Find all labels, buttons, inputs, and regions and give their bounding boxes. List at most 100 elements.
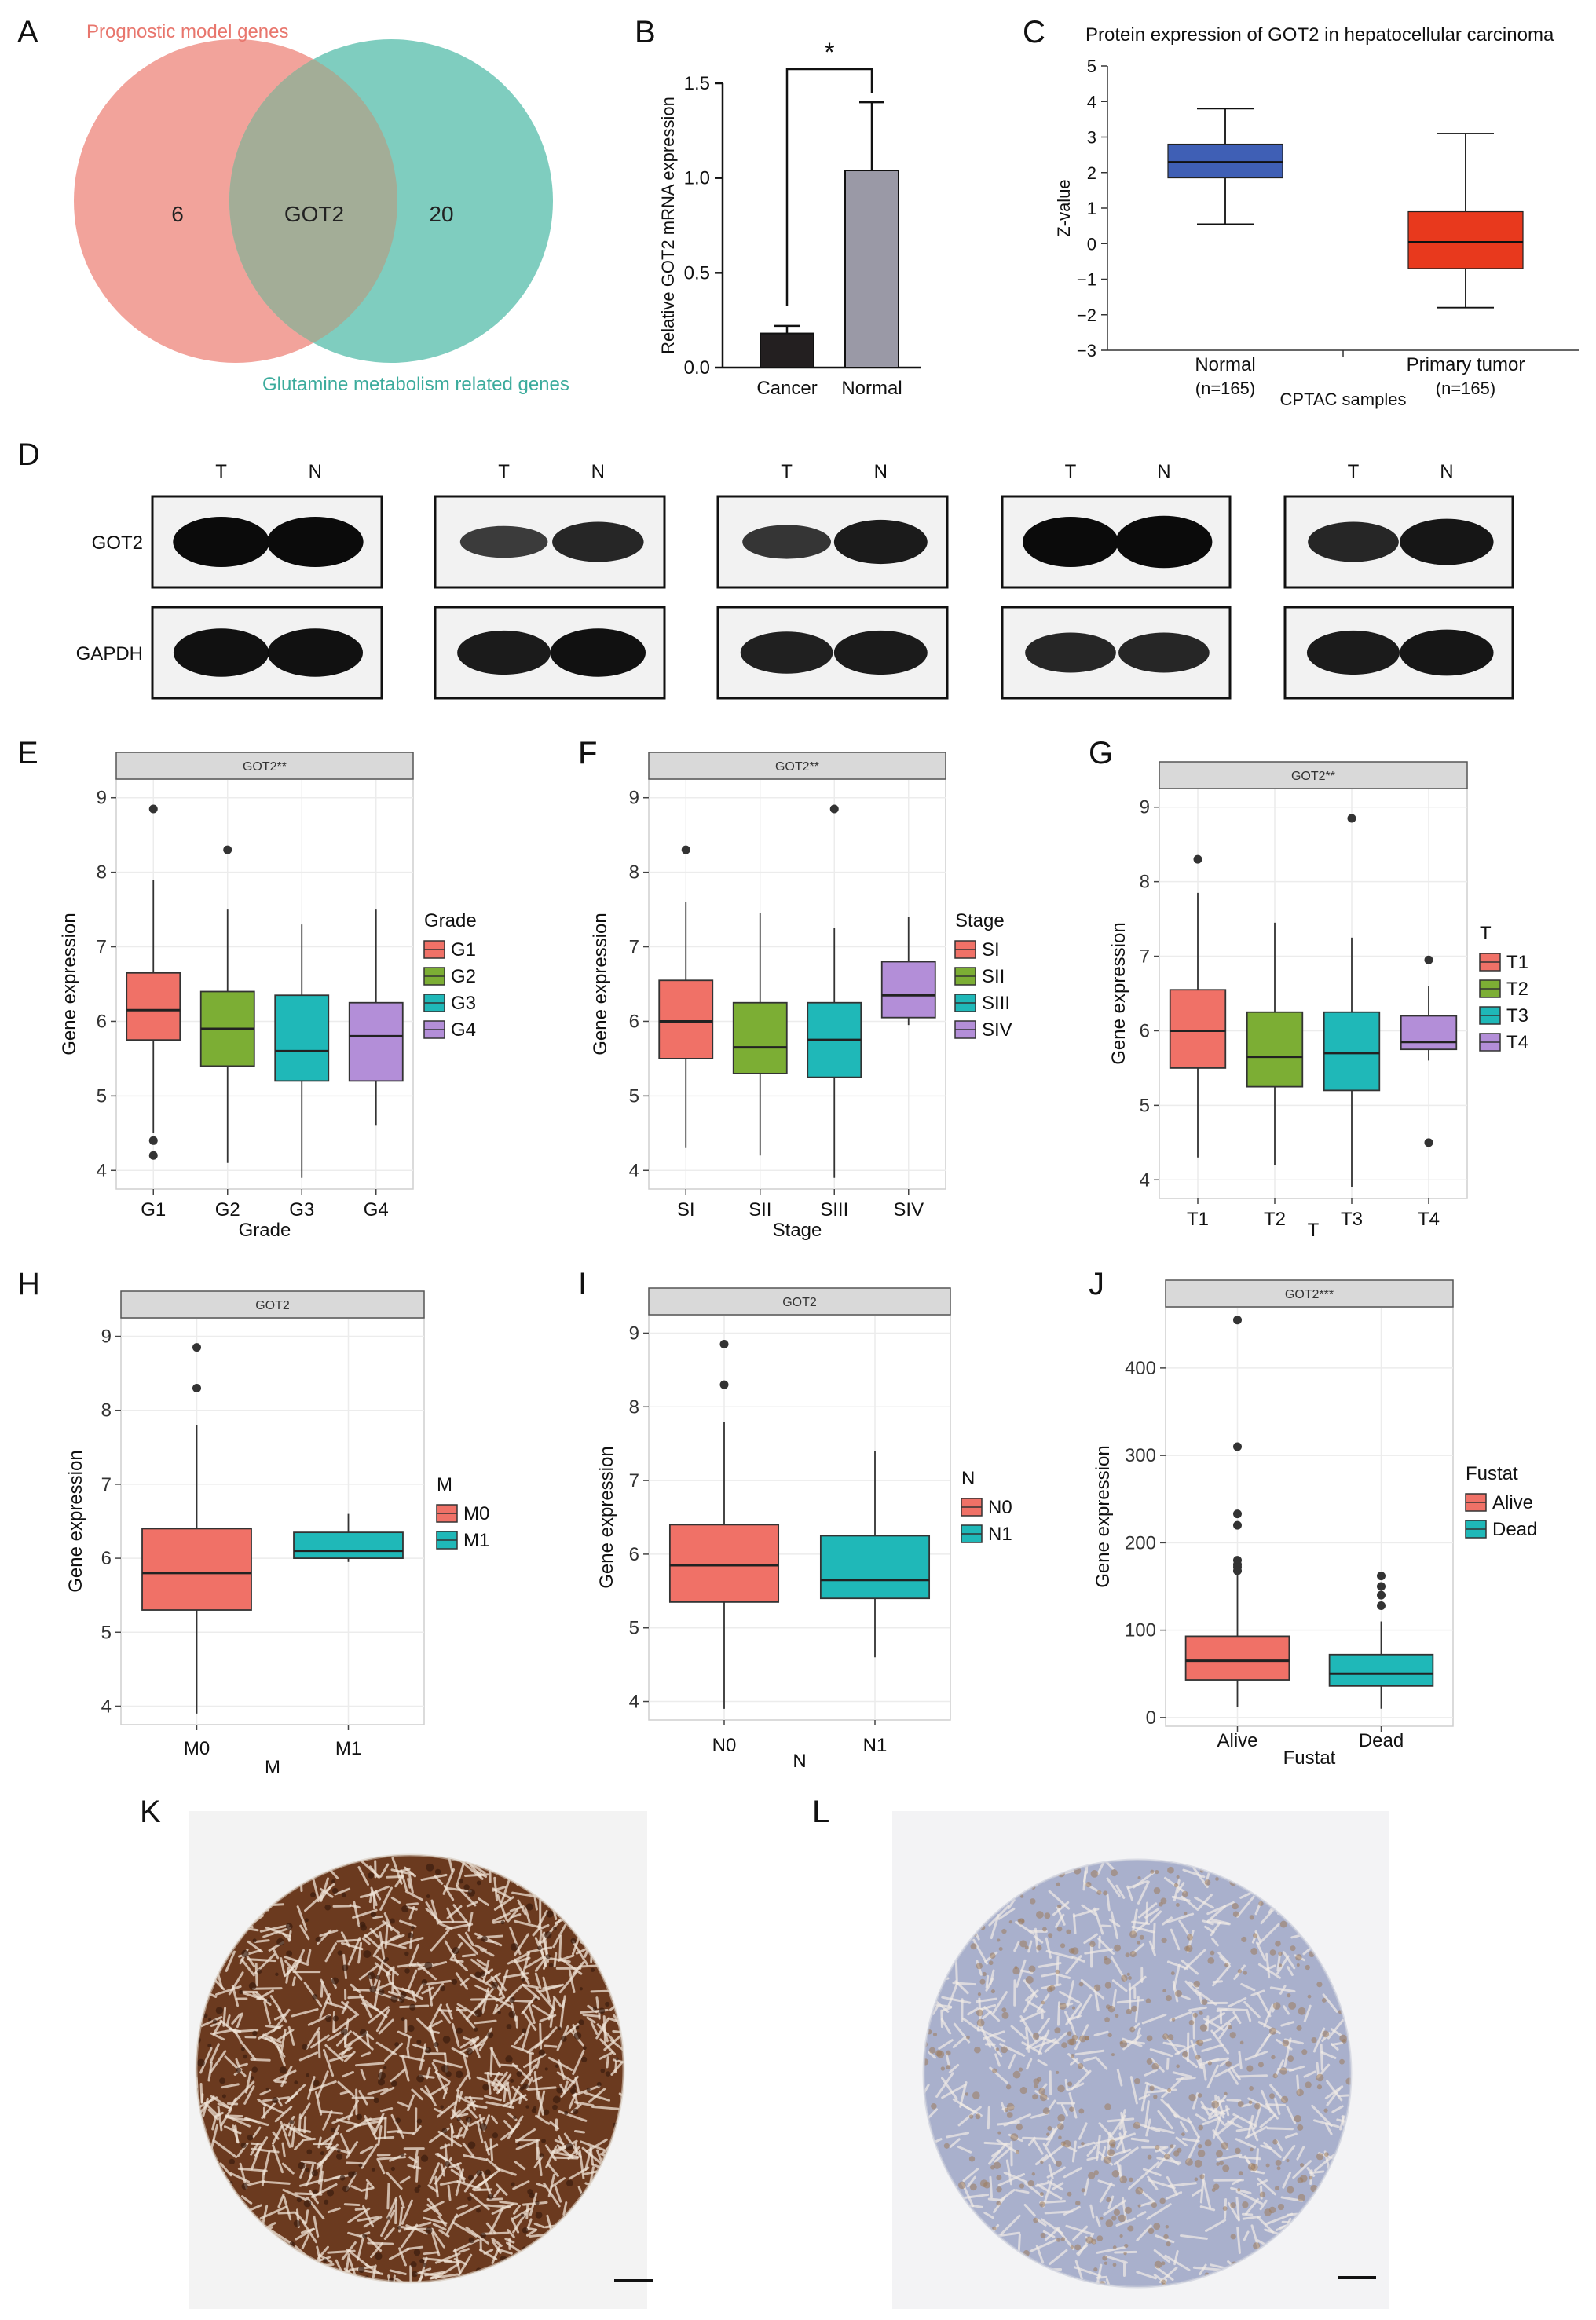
ihc-speck — [1345, 2077, 1351, 2085]
ihc-speck — [1129, 1950, 1137, 1958]
ihc-strand — [991, 2149, 1001, 2157]
ihc-strand — [1086, 2156, 1099, 2161]
ihc-speck — [1129, 2177, 1133, 2183]
blot-band — [550, 628, 646, 677]
outlier-point — [1233, 1520, 1242, 1530]
ihc-speck — [1287, 2055, 1294, 2062]
ihc-speck — [1093, 1984, 1101, 1992]
ihc-speck — [320, 2151, 324, 2156]
blot-band — [457, 630, 551, 675]
ihc-speck — [1046, 2132, 1050, 2136]
ihc-strand — [376, 2157, 386, 2175]
ihc-speck — [1155, 2145, 1160, 2150]
ihc-strand — [589, 2145, 595, 2166]
panel-letter-k: K — [140, 1795, 161, 1829]
ihc-strand — [207, 2062, 213, 2082]
ihc-strand — [539, 2014, 557, 2022]
ihc-strand — [1146, 2203, 1172, 2220]
y-axis-title: Gene expression — [596, 1446, 617, 1588]
x-tick-label: Dead — [1359, 1730, 1404, 1751]
ihc-speck — [1088, 2172, 1096, 2179]
ihc-strand — [574, 2142, 578, 2156]
ihc-speck — [397, 2225, 401, 2230]
ihc-speck — [1057, 1904, 1062, 1908]
ihc-strand — [507, 1908, 519, 1923]
ihc-strand — [1136, 2271, 1157, 2280]
ihc-strand — [252, 2126, 262, 2139]
x-tick-label: N0 — [712, 1735, 737, 1756]
ihc-speck — [1316, 2153, 1324, 2161]
ihc-strand — [298, 2179, 324, 2187]
ihc-speck — [1019, 2087, 1027, 2095]
ihc-strand — [1046, 2166, 1066, 2179]
ihc-strand — [1199, 2205, 1216, 2212]
y-tick-label: 6 — [629, 1544, 639, 1565]
ihc-speck — [1316, 2084, 1323, 2090]
y-tick-label: 300 — [1125, 1445, 1156, 1466]
ihc-speck — [266, 1998, 271, 2003]
blot-col-label-t: T — [781, 461, 793, 482]
facet-strip-label: GOT2** — [1291, 770, 1335, 783]
ihc-speck — [1126, 2008, 1132, 2015]
ihc-speck — [286, 1950, 293, 1957]
ihc-strand — [340, 1941, 364, 1951]
ihc-strand — [562, 1995, 566, 2009]
ihc-strand — [200, 2082, 203, 2104]
ihc-speck — [1229, 2032, 1236, 2039]
plot-panel — [120, 1317, 425, 1725]
ihc-strand — [391, 1857, 403, 1885]
ihc-strand — [1188, 2006, 1207, 2012]
y-axis-title: Gene expression — [65, 1450, 86, 1592]
ihc-strand — [1276, 1955, 1290, 1975]
ihc-speck — [1040, 2093, 1048, 2102]
ihc-speck — [1078, 2063, 1084, 2069]
ihc-strand — [1164, 2254, 1191, 2271]
ihc-speck — [1299, 2163, 1305, 2168]
ihc-speck — [306, 2073, 310, 2077]
ihc-strand — [1228, 1996, 1247, 2008]
ihc-strand — [375, 2008, 390, 2033]
ihc-strand — [1060, 2103, 1069, 2117]
ihc-speck — [1301, 2049, 1308, 2055]
ihc-speck — [1104, 2103, 1111, 2110]
ihc-strand — [941, 1996, 972, 2004]
y-tick-label: 2 — [1087, 163, 1096, 183]
ihc-strand — [1195, 2113, 1207, 2122]
facet-strip — [120, 1290, 425, 1319]
ihc-strand — [551, 2177, 566, 2188]
ihc-speck — [600, 2068, 606, 2073]
ihc-strand — [1086, 2143, 1098, 2157]
ihc-strand — [462, 2052, 471, 2080]
ihc-speck — [1027, 2179, 1034, 2187]
ihc-strand — [1179, 2121, 1188, 2133]
ihc-speck — [998, 1946, 1003, 1951]
ihc-strand — [423, 1979, 452, 1986]
ihc-speck — [340, 2028, 348, 2036]
ihc-speck — [1176, 1875, 1180, 1879]
ihc-strand — [350, 1983, 361, 1994]
ihc-strand — [1235, 2190, 1263, 2205]
ihc-strand — [1246, 2008, 1252, 2022]
ihc-speck — [1197, 2093, 1202, 2098]
ihc-speck — [1129, 2026, 1136, 2033]
ihc-strand — [1184, 1980, 1200, 1996]
facet-strip-label: GOT2** — [243, 760, 287, 774]
ihc-strand — [353, 1901, 361, 1927]
ihc-strand — [572, 1961, 585, 1976]
ihc-strand — [413, 2149, 419, 2169]
ihc-strand — [1260, 2144, 1272, 2150]
ihc-speck — [1175, 1903, 1180, 1907]
venn-left-count: 6 — [171, 202, 184, 226]
ihc-speck — [535, 2211, 543, 2219]
ihc-strand — [459, 2248, 470, 2253]
blot-col-label-n: N — [1440, 461, 1453, 482]
ihc-strand — [390, 1896, 401, 1905]
ihc-strand — [1326, 2087, 1342, 2106]
ihc-speck — [1159, 2197, 1166, 2205]
ihc-speck — [1036, 1945, 1042, 1951]
ihc-speck — [367, 1971, 375, 1980]
ihc-strand — [1094, 2263, 1103, 2287]
ihc-strand — [295, 2212, 307, 2225]
venn-overlap-gene: GOT2 — [284, 202, 344, 226]
